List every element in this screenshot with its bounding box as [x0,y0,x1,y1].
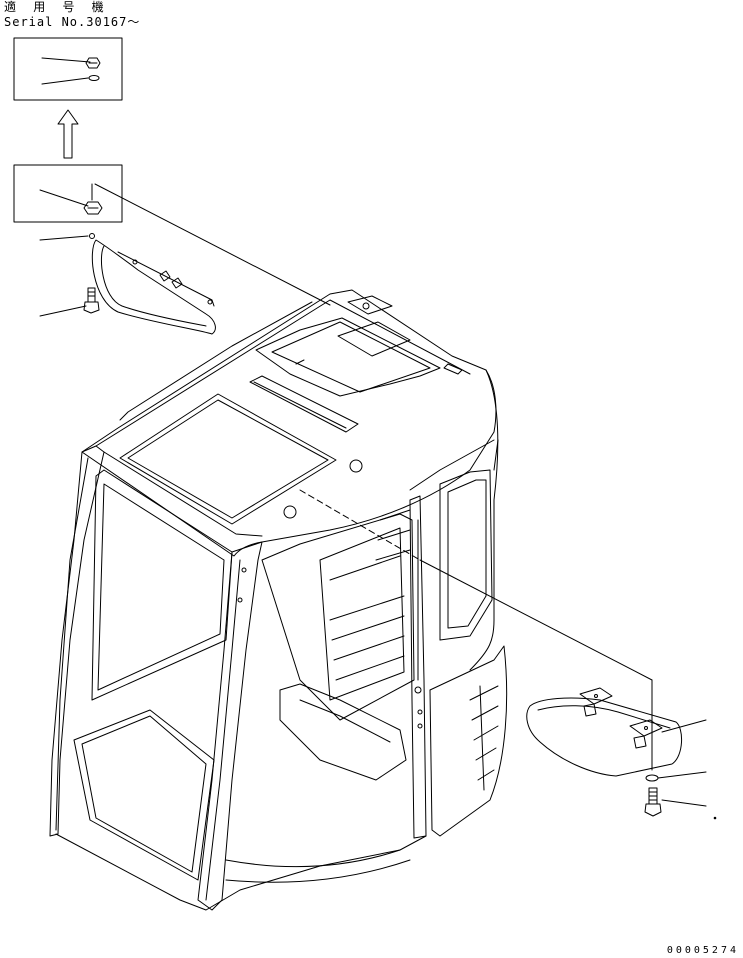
leader-line [658,772,706,778]
nut-icon [86,58,100,68]
mirror-part [40,234,215,335]
detail-box-old [14,165,330,305]
leader-line [420,560,652,680]
applicability-label: 適 用 号 機 [4,0,109,14]
serial-number-label: Serial No.30167～ [4,15,141,29]
bolt-icon [84,288,99,313]
bolt-icon [645,788,661,816]
washer-icon [646,775,658,781]
detail-box-new-frame [14,38,122,100]
leader-line [42,58,90,62]
leader-line [40,190,88,206]
sunshade-part [527,688,716,819]
change-arrow-icon [58,110,78,158]
leader-line [95,184,330,305]
detail-box-old-frame [14,165,122,222]
washer-icon [89,76,99,81]
operator-cab [50,290,652,910]
leader-line [42,78,88,84]
detail-box-new [14,38,122,100]
leader-line [662,720,706,732]
leader-line [40,236,88,240]
nut-icon [84,202,102,214]
leader-line [662,800,706,806]
leader-line [40,306,86,316]
drawing-number: 00005274 [666,945,739,956]
